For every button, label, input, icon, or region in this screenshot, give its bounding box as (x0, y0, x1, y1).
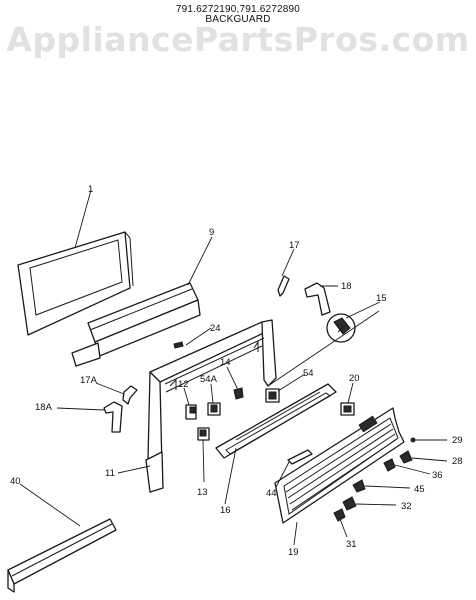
callout-19: 19 (288, 547, 299, 558)
callout-17A: 17A (80, 375, 98, 386)
part-12-switch (185, 404, 197, 420)
part-14-part (233, 387, 244, 400)
callout-17: 17 (289, 240, 300, 251)
part-17A-clip (122, 385, 138, 405)
part-16-panel-frame (215, 383, 337, 459)
part-36-knob (383, 458, 396, 472)
part-54-part (265, 388, 280, 403)
callout-1: 1 (88, 184, 93, 195)
part-45-knob (352, 479, 366, 493)
callout-12: 12 (178, 379, 189, 390)
callout-54A: 54A (200, 374, 218, 385)
callout-11: 11 (105, 468, 115, 479)
part-19-control-panel (274, 407, 405, 524)
callout-29: 29 (452, 435, 463, 446)
callout-24: 24 (210, 323, 221, 334)
callout-31: 31 (346, 539, 357, 550)
section-title: BACKGUARD (205, 14, 271, 25)
part-18A-clip (103, 401, 123, 433)
part-13-part (197, 427, 210, 441)
callout-20: 20 (349, 373, 360, 384)
part-1-top-panel (17, 231, 134, 336)
part-11-frame (145, 319, 277, 493)
callout-40: 40 (10, 476, 21, 487)
callout-36: 36 (432, 470, 443, 481)
callout-45: 45 (414, 484, 425, 495)
callout-16: 16 (220, 505, 231, 516)
part-32-knob (342, 496, 357, 511)
callout-15: 15 (376, 293, 387, 304)
part-28-knob (399, 450, 413, 464)
part-31-knob (333, 508, 346, 522)
callout-54: 54 (303, 368, 314, 379)
part-17-clip (277, 275, 290, 297)
callout-18A: 18A (35, 402, 53, 413)
callout-14: 14 (220, 357, 231, 368)
part-20-part (340, 402, 355, 416)
watermark: AppliancePartsPros.com (6, 20, 470, 59)
part-18-clip (304, 282, 331, 316)
callout-44: 44 (266, 488, 277, 499)
part-54A-part (207, 402, 221, 416)
leader-lines (19, 189, 448, 546)
part-44-part (287, 449, 313, 465)
model-numbers: 791.6272190,791.6272890 (175, 4, 301, 15)
part-40-trim (7, 518, 117, 593)
callout-13: 13 (197, 487, 208, 498)
callout-28: 28 (452, 456, 463, 467)
part-15-knob-detail (326, 313, 356, 343)
part-9-bracket (71, 282, 201, 367)
part-29-screw (410, 437, 416, 443)
part-24-screw (173, 341, 184, 349)
callout-labels: 1 9 17 18 15 24 14 17A 12 54A 54 20 18A … (10, 184, 463, 558)
callout-9: 9 (209, 227, 214, 238)
callout-32: 32 (401, 501, 412, 512)
callout-18: 18 (341, 281, 352, 292)
